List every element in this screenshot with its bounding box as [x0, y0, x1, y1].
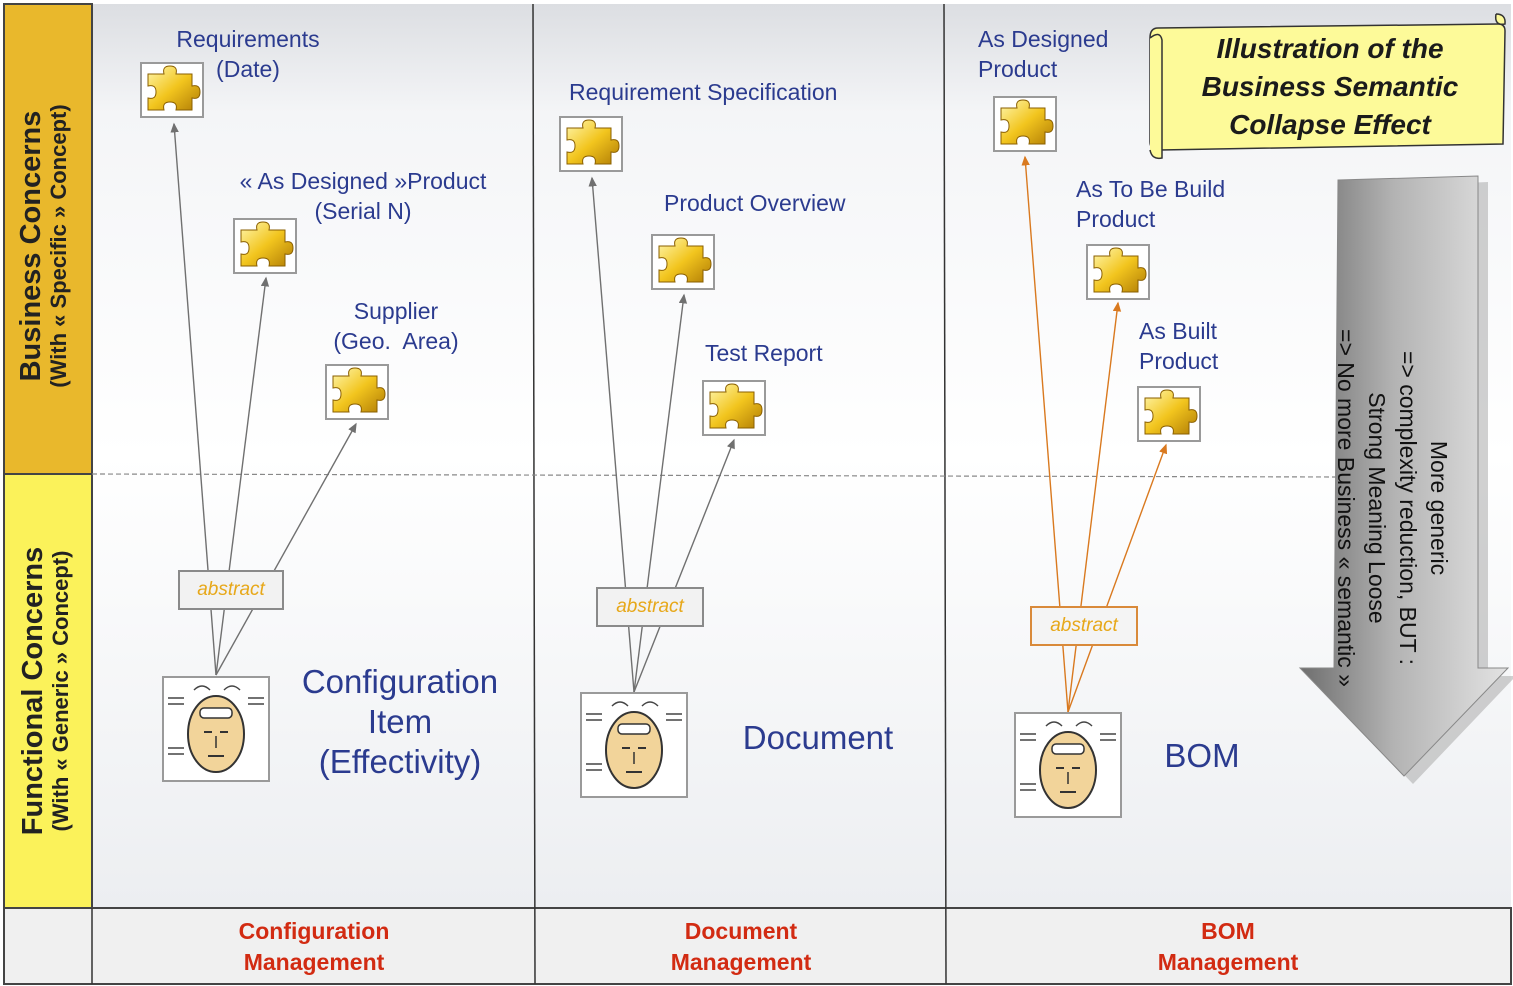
label-product-overview: Product Overview: [664, 190, 846, 216]
robot-head-icon: [1014, 712, 1122, 818]
puzzle-piece-icon: [651, 234, 715, 290]
label-as-designed-product-bom: As Designed Product: [978, 26, 1109, 82]
label-test-report: Test Report: [705, 340, 823, 366]
label-as-built-product: As Built Product: [1139, 318, 1219, 374]
label-as-designed-product: « As Designed »Product (Serial N): [239, 168, 487, 224]
functional-band: [3, 473, 93, 909]
puzzle-piece-icon: [702, 380, 766, 436]
callout-scroll: [1149, 13, 1506, 160]
puzzle-piece-icon: [1137, 386, 1201, 442]
down-arrow-icon: [1298, 175, 1513, 784]
business-band-title: Business Concerns: [15, 110, 47, 382]
puzzle-piece-icon: [1086, 244, 1150, 300]
label-requirements: Requirements (Date): [176, 26, 320, 82]
functional-label-bom: BOM: [1164, 737, 1240, 774]
callout-title: Illustration of the Business Semantic Co…: [1201, 33, 1459, 140]
footer-configuration-management: Configuration Management: [238, 918, 390, 975]
content-panel: [92, 4, 1511, 908]
functional-band-subtitle: (With « Generic » Concept): [48, 550, 73, 832]
robot-head-icon: [580, 692, 688, 798]
arrow-note: More generic => complexity reduction, BU…: [1333, 329, 1452, 687]
label-as-to-be-build-product: As To Be Build Product: [1076, 176, 1226, 232]
puzzle-piece-icon: [993, 96, 1057, 152]
business-band-label: Business Concerns (With « Specific » Con…: [15, 16, 79, 476]
footer-document-management: Document Management: [670, 918, 812, 975]
puzzle-piece-icon: [325, 364, 389, 420]
robot-head-icon: [162, 676, 270, 782]
puzzle-piece-icon: [140, 62, 204, 118]
puzzle-piece-icon: [233, 218, 297, 274]
abstract-label: abstract: [178, 570, 284, 610]
label-supplier: Supplier (Geo. Area): [333, 298, 459, 354]
functional-label-configuration-item: Configuration Item (Effectivity): [301, 663, 499, 780]
footer-bom-management: BOM Management: [1157, 918, 1299, 975]
business-band-subtitle: (With « Specific » Concept): [46, 104, 71, 388]
functional-label-document: Document: [742, 719, 894, 756]
functional-band-label: Functional Concerns (With « Generic » Co…: [17, 461, 81, 921]
business-band: [3, 3, 93, 475]
label-requirement-specification: Requirement Specification: [569, 79, 838, 105]
band-separator: [91, 473, 1341, 478]
functional-band-title: Functional Concerns: [17, 546, 49, 836]
puzzle-piece-icon: [559, 116, 623, 172]
footer-row: [3, 907, 1512, 985]
abstract-label: abstract: [1030, 606, 1138, 646]
abstract-label: abstract: [596, 587, 704, 627]
